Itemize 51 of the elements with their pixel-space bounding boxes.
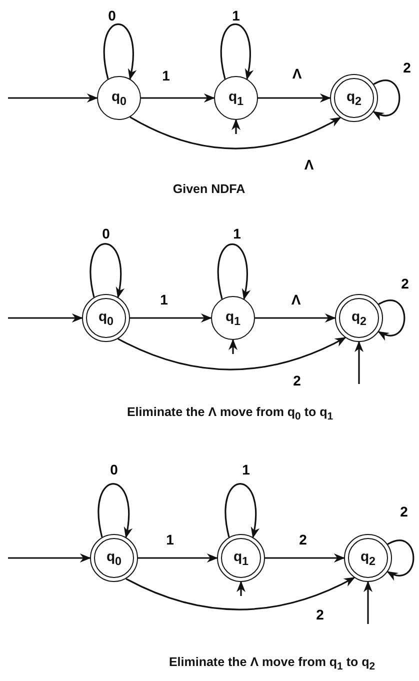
arrow: [255, 314, 336, 322]
self-loop-arrow: [220, 23, 254, 80]
state-name: q$_{0}$: [106, 548, 122, 568]
accept-state-circle: [344, 534, 392, 582]
accept-state-circle: [82, 294, 130, 342]
arrow: [130, 116, 342, 150]
caption: Eliminate the Λ move from q$_{1}$ to q$_{2}$: [168, 655, 376, 672]
arrow: [236, 580, 246, 596]
caption: Given NDFA: [172, 182, 246, 196]
arrow: [265, 554, 346, 562]
state-name: q$_{1}$: [225, 308, 241, 328]
arrow: [232, 118, 240, 134]
state-name: q$_{1}$: [228, 88, 244, 108]
state-name: q$_{0}$: [98, 308, 114, 328]
self-loop-arrow: [386, 540, 414, 580]
self-loop-arrow: [372, 80, 400, 120]
arrow: [228, 338, 238, 354]
arrow: [258, 94, 332, 102]
caption: Eliminate the Λ move from q$_{0}$ to q$_{1}$: [126, 405, 334, 422]
state-circle: [97, 76, 141, 120]
edge-label: 0: [109, 462, 119, 478]
edge-label: 0: [107, 8, 117, 24]
edge-label: 1: [231, 8, 241, 24]
self-loop-arrow: [90, 243, 124, 298]
arrow: [354, 340, 364, 384]
state-circle: [211, 296, 255, 340]
self-loop-arrow: [217, 243, 250, 300]
accept-state-circle: [90, 534, 138, 582]
accept-state-circle: [217, 534, 265, 582]
state-circle: [214, 76, 258, 120]
self-loop-arrow: [378, 300, 406, 340]
arrow: [118, 336, 346, 370]
edge-label: 0: [101, 226, 111, 242]
state-name: q$_{2}$: [360, 548, 376, 568]
state-name: q$_{0}$: [111, 88, 127, 108]
arrow: [130, 314, 212, 322]
arrow: [126, 576, 356, 610]
accept-state-circle: [330, 74, 378, 122]
state-name: q$_{2}$: [351, 308, 367, 328]
arrow: [364, 580, 372, 624]
state-name: q$_{1}$: [233, 548, 249, 568]
arrow: [138, 554, 218, 562]
self-loop-arrow: [103, 23, 136, 80]
accept-state-circle: [335, 294, 383, 342]
arrow: [8, 554, 92, 562]
arrow: [8, 314, 84, 322]
self-loop-arrow: [98, 483, 132, 538]
state-name: q$_{2}$: [346, 88, 362, 108]
arrow: [141, 94, 216, 102]
self-loop-arrow: [224, 483, 259, 538]
arrow: [8, 94, 98, 102]
